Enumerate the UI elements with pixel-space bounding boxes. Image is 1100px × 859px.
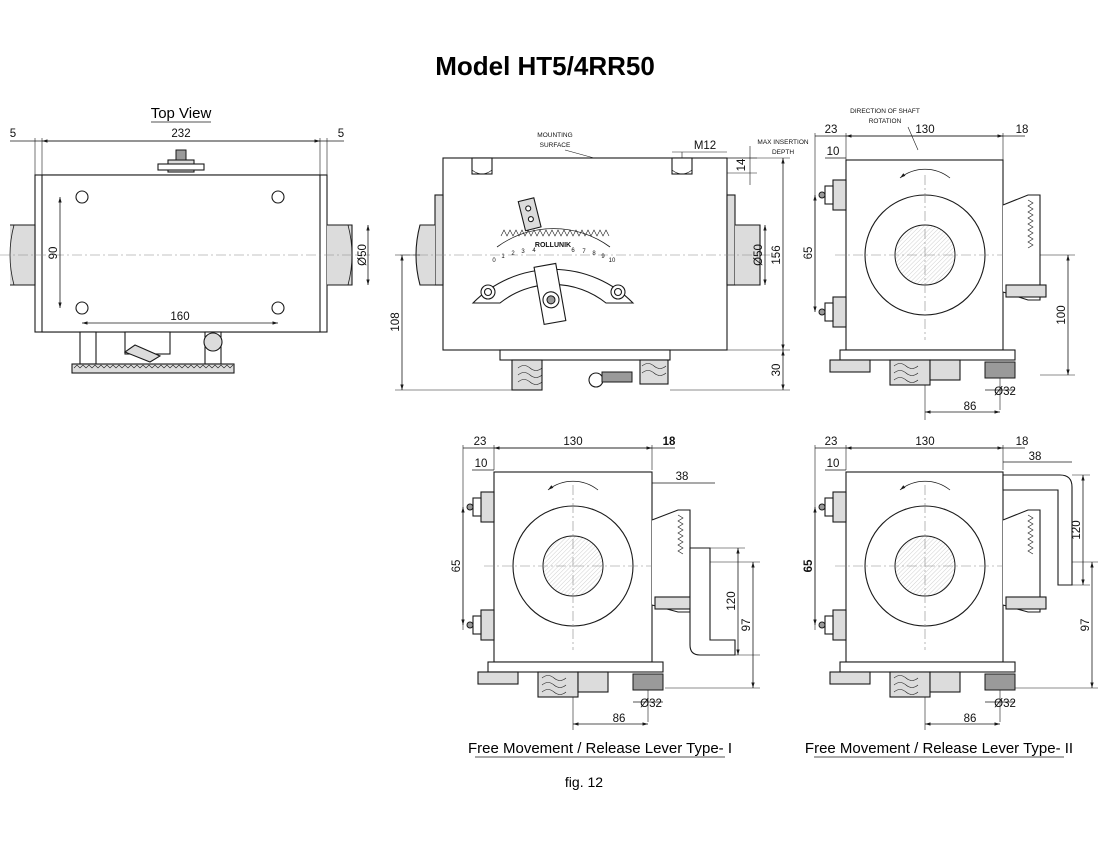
top-dim-hole-h: 160 xyxy=(170,311,189,323)
t1-dim-lever-off: 38 xyxy=(676,471,689,483)
front-dim-base: 30 xyxy=(771,364,783,377)
t2-dim-lever-off: 38 xyxy=(1029,451,1042,463)
front-dim-shaft: Ø50 xyxy=(753,244,765,266)
t2-dim-width: 130 xyxy=(915,436,934,448)
side-dim-foot: Ø32 xyxy=(994,386,1016,398)
side-dim-lever: 100 xyxy=(1056,305,1068,324)
front-dim-axis: 108 xyxy=(390,312,402,331)
front-dim-thread: M12 xyxy=(694,140,716,152)
t2-label: Free Movement / Release Lever Type- II xyxy=(805,740,1073,757)
front-dim-depth: 14 xyxy=(736,158,748,171)
t2-dim-lever-h: 120 xyxy=(1071,520,1083,539)
scale-tick-8: 8 xyxy=(592,251,596,257)
t2-dim-right: 18 xyxy=(1016,436,1029,448)
side-dim-right: 18 xyxy=(1016,124,1029,136)
scale-tick-9: 9 xyxy=(601,254,605,260)
front-view: MOUNTING SURFACE MAX INSERTION DEPTH M12… xyxy=(390,132,809,391)
t1-dim-left: 23 xyxy=(474,436,487,448)
scale-tick-2: 2 xyxy=(511,251,515,257)
t1-dim-lever-drop: 97 xyxy=(741,619,753,632)
drawing-title: Model HT5/4RR50 xyxy=(435,51,655,81)
scale-tick-7: 7 xyxy=(582,249,586,255)
side-dim-left: 23 xyxy=(825,124,838,136)
top-dim-margin-left: 5 xyxy=(10,128,16,140)
side-dim-stud: 10 xyxy=(827,146,840,158)
t1-dim-width: 130 xyxy=(563,436,582,448)
lever-type-2-view: 23 130 18 10 65 38 120 97 xyxy=(803,436,1098,758)
t1-dim-right: 18 xyxy=(663,436,676,448)
top-dim-hole-v: 90 xyxy=(48,247,60,260)
front-dim-height: 156 xyxy=(771,245,783,264)
t1-dim-lever-h: 120 xyxy=(726,591,738,610)
scale-tick-4: 4 xyxy=(532,248,536,254)
side-dim-pitch: 65 xyxy=(803,247,815,260)
t1-dim-foot-pitch: 86 xyxy=(613,713,626,725)
t1-release-lever xyxy=(689,547,736,656)
scale-tick-1: 1 xyxy=(501,254,505,260)
note-insertion-1: MAX INSERTION xyxy=(757,139,808,146)
t2-dim-stud: 10 xyxy=(827,458,840,470)
note-insertion-2: DEPTH xyxy=(772,149,794,156)
top-view: Top View 232 5 5 90 160 xyxy=(0,105,370,374)
scale-tick-3: 3 xyxy=(521,249,525,255)
top-dim-overall: 232 xyxy=(171,128,190,140)
top-dim-shaft: Ø50 xyxy=(357,244,369,266)
side-view: DIRECTION OF SHAFT ROTATION 23 130 18 10… xyxy=(803,108,1075,420)
scale-tick-6: 6 xyxy=(571,248,575,254)
scale-tick-10: 10 xyxy=(609,258,616,264)
side-dim-foot-pitch: 86 xyxy=(964,401,977,413)
figure-caption: fig. 12 xyxy=(565,774,603,790)
top-gear-rack xyxy=(71,363,235,374)
t1-label: Free Movement / Release Lever Type- I xyxy=(468,740,732,757)
scale-brand: ROLLUNIK xyxy=(535,242,571,249)
note-mounting-2: SURFACE xyxy=(540,142,571,149)
scale-arc xyxy=(471,268,635,304)
top-dim-margin-right: 5 xyxy=(338,128,344,140)
t1-dim-stud: 10 xyxy=(475,458,488,470)
t2-dim-foot: Ø32 xyxy=(994,698,1016,710)
top-view-label: Top View xyxy=(151,105,212,122)
t2-dim-foot-pitch: 86 xyxy=(964,713,977,725)
t2-dim-lever-drop: 97 xyxy=(1080,619,1092,632)
lever-type-1-view: 23 130 18 10 65 38 120 97 xyxy=(451,436,760,758)
t1-dim-pitch: 65 xyxy=(451,560,463,573)
note-direction-1: DIRECTION OF SHAFT xyxy=(850,108,920,115)
side-dim-width: 130 xyxy=(915,124,934,136)
t1-dim-foot: Ø32 xyxy=(640,698,662,710)
t2-dim-pitch: 65 xyxy=(803,559,815,572)
note-mounting-1: MOUNTING xyxy=(537,132,572,139)
note-direction-2: ROTATION xyxy=(869,118,902,125)
scale-tick-0: 0 xyxy=(492,258,496,264)
t2-dim-left: 23 xyxy=(825,436,838,448)
t2-release-lever xyxy=(1002,474,1073,586)
